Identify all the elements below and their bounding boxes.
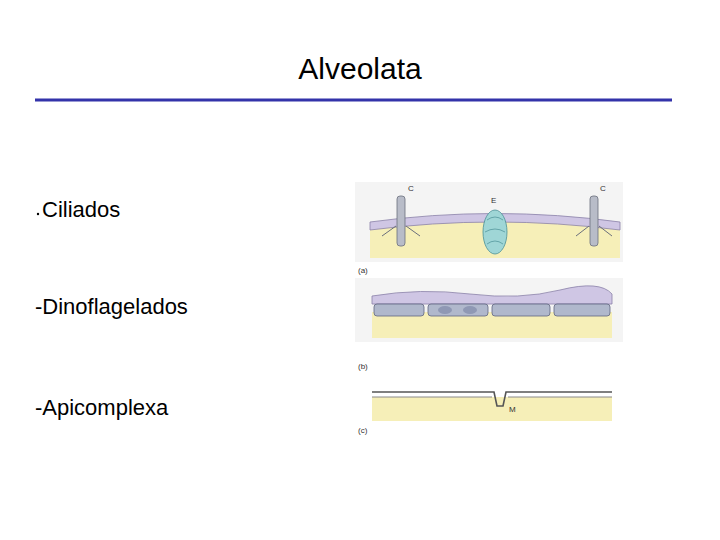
list-item: -Dinoflagelados xyxy=(35,294,188,319)
panel-label: (b) xyxy=(358,362,368,371)
list-item: -Apicomplexa xyxy=(35,395,168,420)
part-label: M xyxy=(509,405,516,414)
list-item: Ciliados xyxy=(42,197,120,222)
panel-label: (a) xyxy=(358,266,368,275)
slide-title: Alveolata xyxy=(0,52,720,87)
part-label: C xyxy=(408,184,414,193)
panel-label: (c) xyxy=(358,426,367,435)
bullet-dot xyxy=(37,213,39,215)
title-rule xyxy=(35,99,672,102)
part-label: C xyxy=(600,184,606,193)
part-label: E xyxy=(491,196,496,205)
pellicle-illustration xyxy=(355,182,623,424)
